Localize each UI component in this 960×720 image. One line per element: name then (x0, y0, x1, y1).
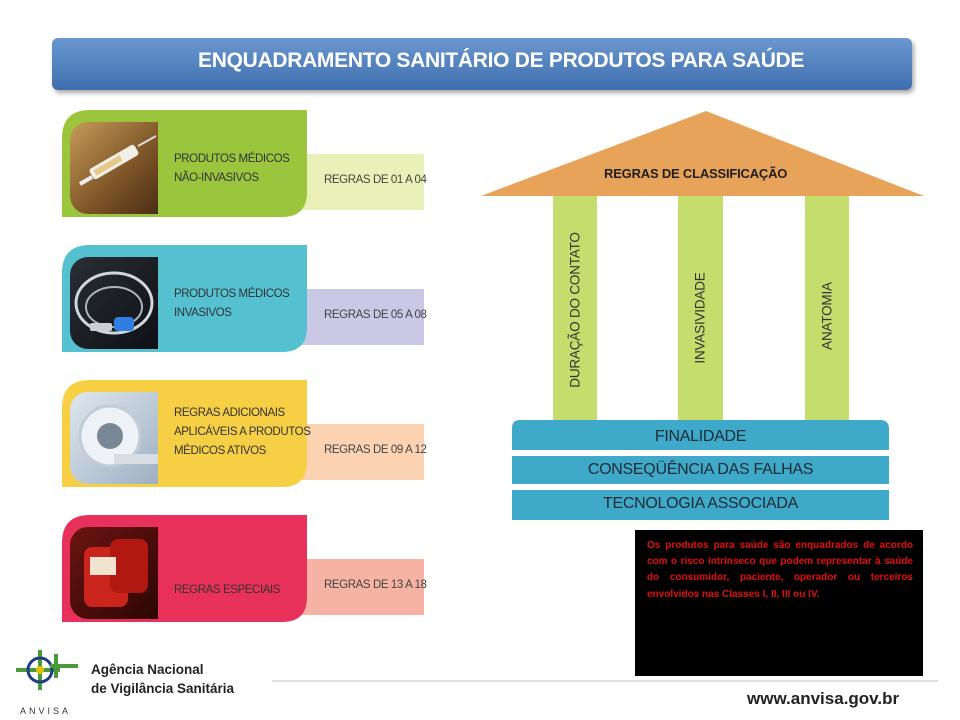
card-label: REGRAS ESPECIAIS (174, 584, 281, 596)
info-box: Os produtos para saúde são enquadrados d… (635, 530, 923, 676)
card-non-invasive: REGRAS DE 01 A 04 PRODUTOS MÉDICOS NÃO-I… (62, 110, 427, 220)
pillar-label-2: INVASIVIDADE (692, 272, 708, 364)
page-title: ENQUADRAMENTO SANITÁRIO DE PRODUTOS PARA… (198, 49, 805, 72)
rules-label: REGRAS DE 13 A 18 (324, 579, 427, 591)
band-label: TECNOLOGIA ASSOCIADA (603, 495, 798, 512)
blood-bag-photo (70, 527, 158, 619)
rules-tag: REGRAS DE 01 A 04 (294, 154, 427, 210)
rules-tag: REGRAS DE 13 A 18 (294, 559, 427, 615)
pillar-label-1: DURAÇÃO DO CONTATO (567, 232, 583, 388)
roof (481, 111, 924, 196)
band-label: FINALIDADE (654, 428, 747, 445)
rules-label: REGRAS DE 01 A 04 (324, 174, 427, 186)
blood-bag-icon (84, 539, 148, 607)
anvisa-logo: ANVISA (16, 650, 78, 716)
roof-label: REGRAS DE CLASSIFICAÇÃO (604, 166, 788, 181)
logo-text: ANVISA (20, 706, 71, 716)
catheter-icon (74, 271, 154, 335)
rules-tag: REGRAS DE 09 A 12 (294, 424, 427, 480)
website-link[interactable]: www.anvisa.gov.br (747, 689, 900, 708)
band-tecnologia: TECNOLOGIA ASSOCIADA (512, 490, 889, 520)
card-special: REGRAS DE 13 A 18 REGRAS ESPECIAIS (62, 515, 427, 625)
band-consequencia: CONSEQÜÊNCIA DAS FALHAS (512, 456, 889, 484)
syringe-icon (78, 135, 157, 186)
info-text: Os produtos para saúde são enquadrados d… (647, 540, 913, 600)
card-label: REGRAS ADICIONAIS APLICÁVEIS A PRODUTOS … (174, 407, 311, 457)
card-label: PRODUTOS MÉDICOS NÃO-INVASIVOS (174, 153, 290, 184)
band-label: CONSEQÜÊNCIA DAS FALHAS (587, 461, 814, 478)
scanner-icon (78, 404, 158, 468)
footer-divider (272, 680, 938, 682)
rules-label: REGRAS DE 09 A 12 (324, 444, 427, 456)
card-invasive: REGRAS DE 05 A 08 PRODUTOS MÉDICOS INVAS… (62, 245, 427, 355)
rules-tag: REGRAS DE 05 A 08 (294, 289, 427, 345)
scanner-photo (70, 392, 158, 484)
title-bar (52, 38, 912, 90)
rules-label: REGRAS DE 05 A 08 (324, 309, 427, 321)
pillar-label-3: ANATOMIA (819, 282, 835, 350)
card-label: PRODUTOS MÉDICOS INVASIVOS (174, 288, 290, 319)
agency-name: Agência Nacional de Vigilância Sanitária (91, 662, 235, 696)
catheter-photo (70, 257, 158, 349)
syringe-photo (70, 122, 158, 214)
band-finalidade: FINALIDADE (512, 423, 889, 451)
card-active: REGRAS DE 09 A 12 REGRAS ADICIONAIS APLI… (62, 380, 427, 490)
